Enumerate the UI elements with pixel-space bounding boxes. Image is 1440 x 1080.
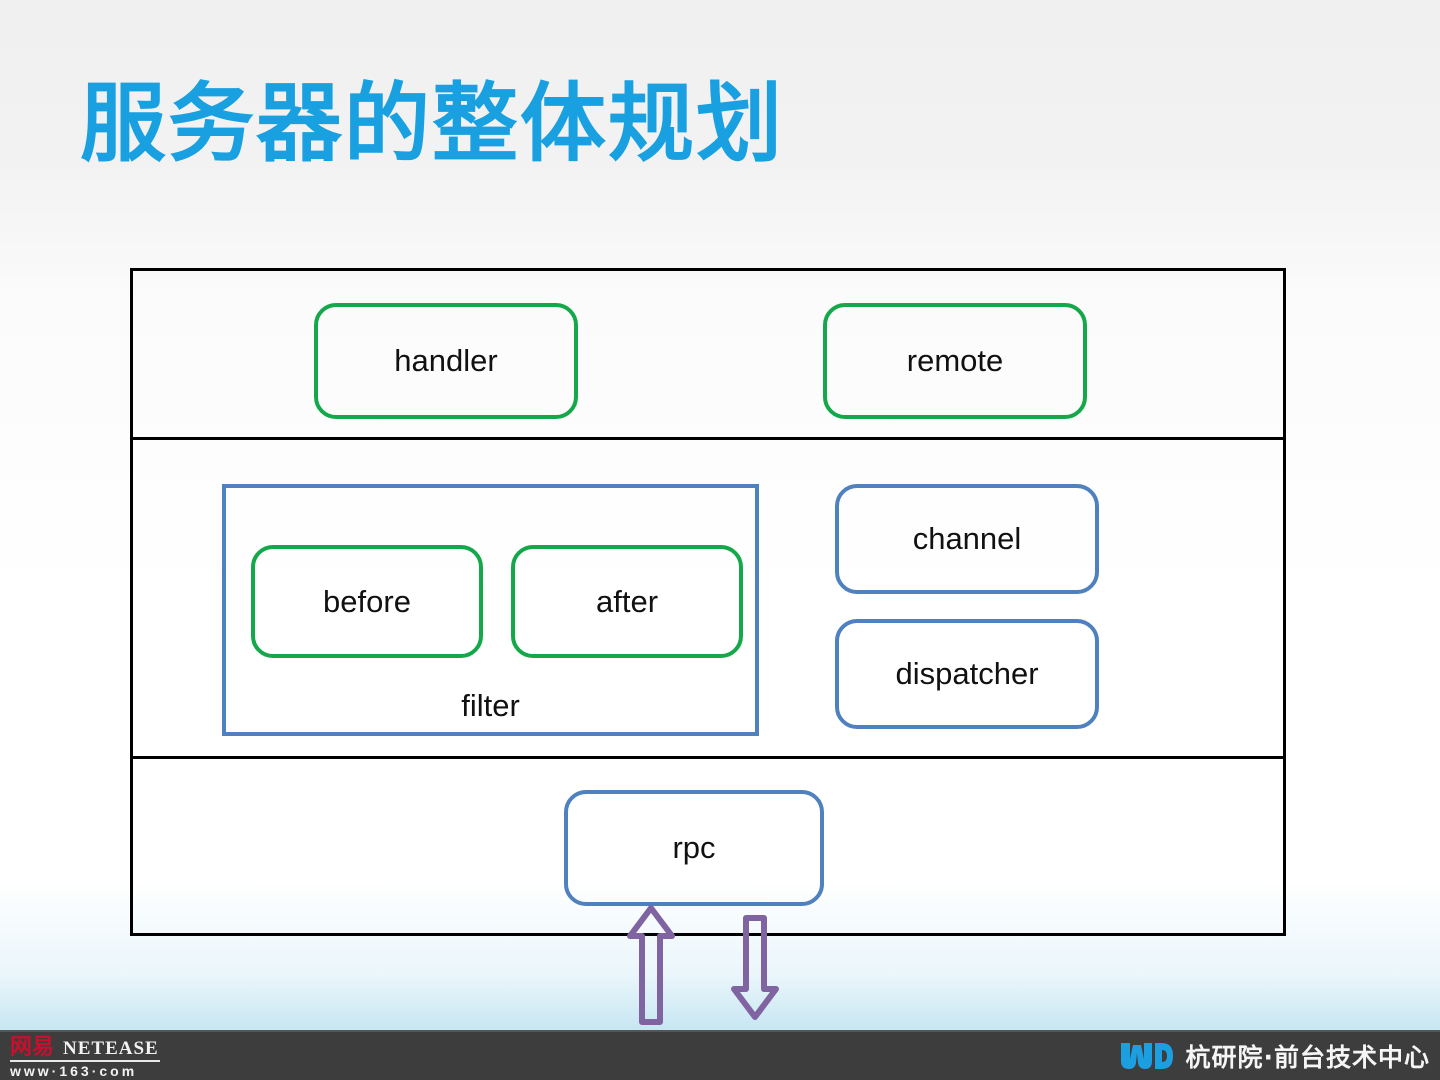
row-divider-1 [133,437,1283,440]
group-filter-label: filter [461,688,520,723]
netease-logo: 网易 NETEASE www·163·com [8,1035,178,1079]
node-handler[interactable]: handler [314,303,578,419]
netease-cn-name: 网易 [10,1035,55,1060]
node-channel[interactable]: channel [835,484,1099,594]
architecture-frame: handler remote before after filter chann… [130,268,1286,936]
node-before[interactable]: before [251,545,483,658]
department-name: 杭研院·前台技术中心 [1185,1043,1430,1072]
footer-bar: 网易 NETEASE www·163·com 杭研院·前台技术中心 [0,1030,1440,1080]
netease-divider [10,1060,160,1062]
arrow-up-icon [627,905,675,1025]
row-divider-2 [133,756,1283,759]
group-filter[interactable]: before after filter [222,484,759,736]
page-title: 服务器的整体规划 [80,74,784,174]
netease-en-name: NETEASE [63,1038,159,1059]
netease-url: www·163·com [10,1063,138,1079]
arrow-down-icon [731,915,779,1020]
node-dispatcher[interactable]: dispatcher [835,619,1099,729]
node-remote[interactable]: remote [823,303,1087,419]
department-logo: 杭研院·前台技术中心 [1118,1034,1431,1078]
node-rpc[interactable]: rpc [564,790,824,906]
wd-logo-icon [1120,1043,1173,1069]
node-after[interactable]: after [511,545,743,658]
